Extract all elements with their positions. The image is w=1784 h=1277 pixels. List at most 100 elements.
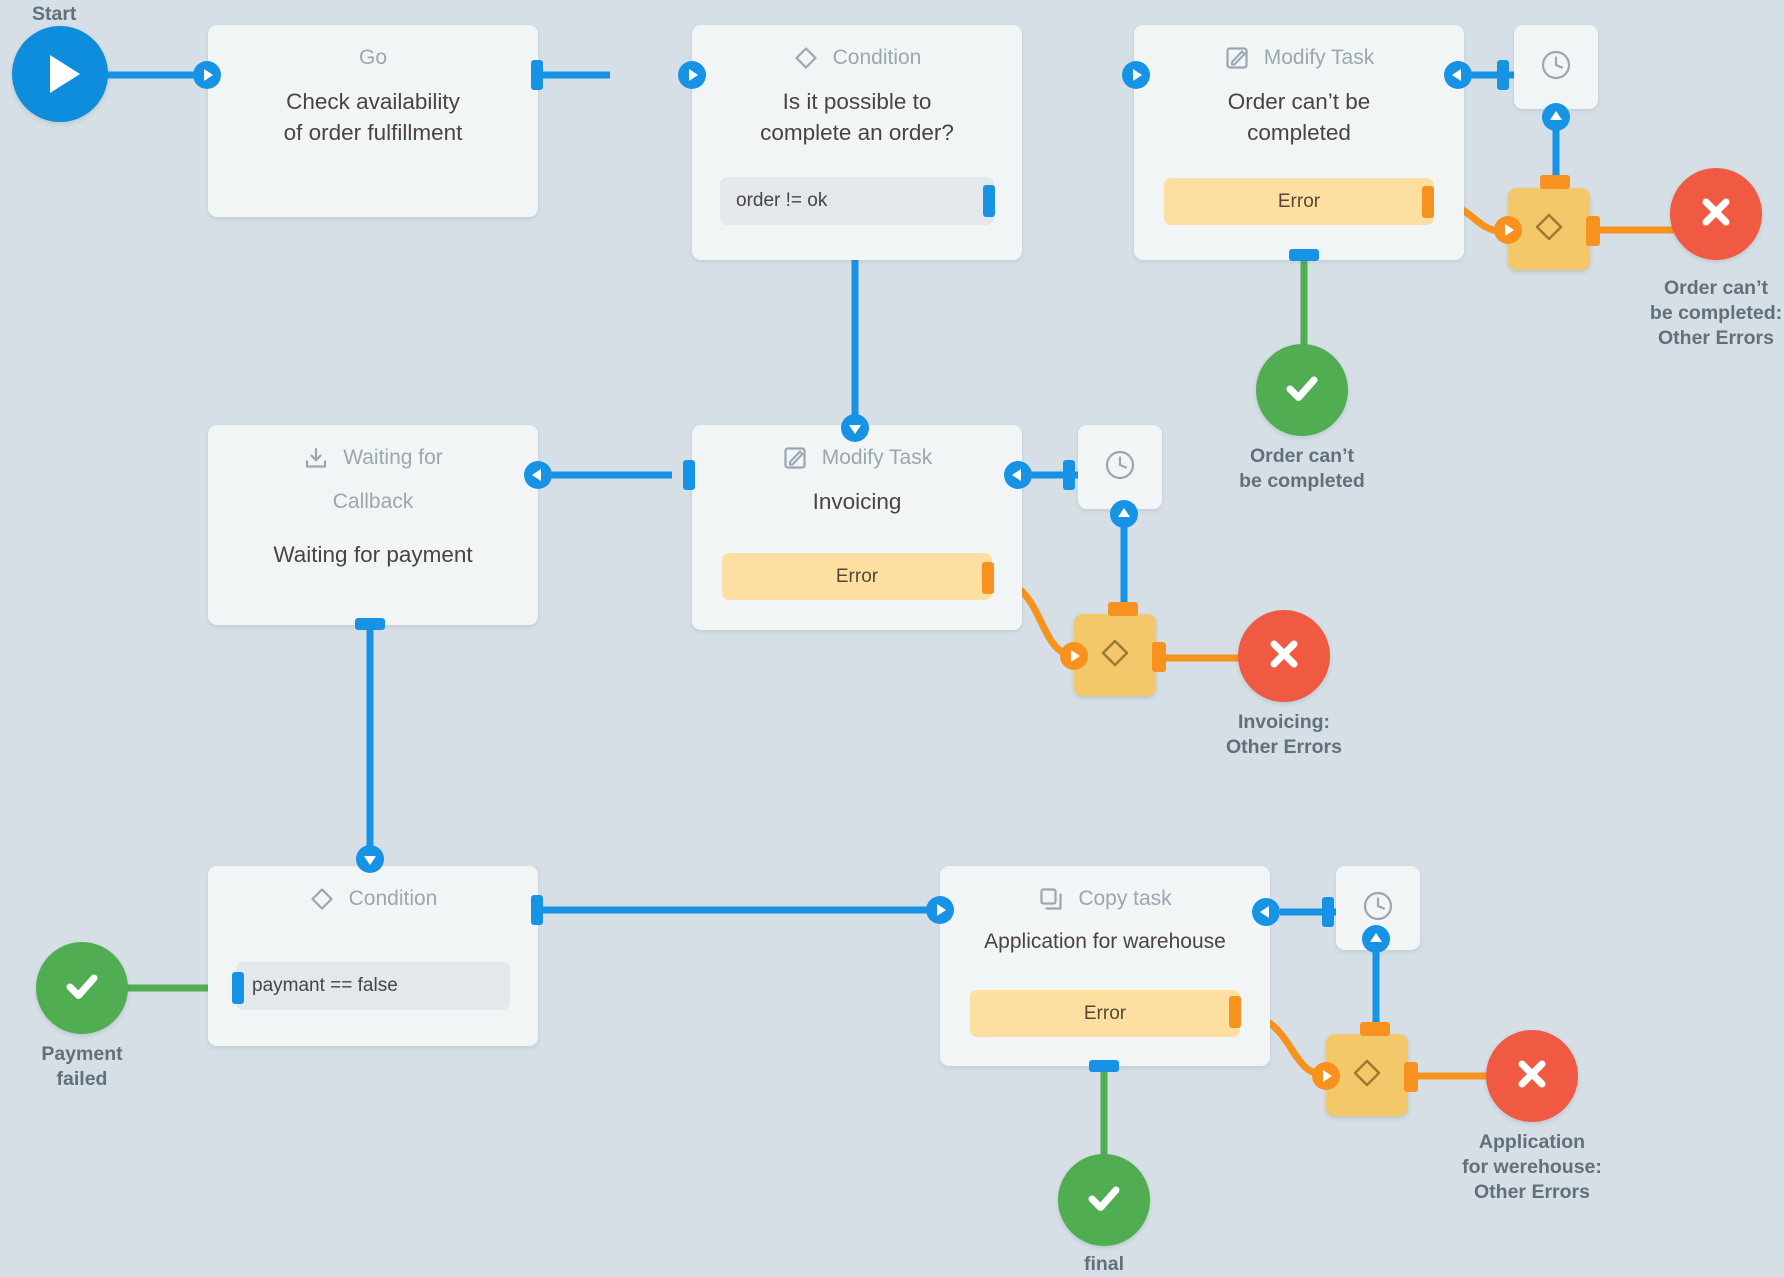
condition-payment-expression[interactable]: paymant == false <box>236 962 510 1010</box>
arrow-up-icon <box>1118 508 1130 517</box>
card-copy-task[interactable]: Copy task Application for warehouse Erro… <box>940 866 1270 1066</box>
port-invoicing-error-out[interactable] <box>982 562 994 594</box>
port-modify-order-in[interactable] <box>1122 61 1150 89</box>
arrow-up-icon <box>1550 111 1562 120</box>
copy-icon <box>1038 886 1064 912</box>
clock-icon <box>1360 888 1396 929</box>
end-error-copy-caption: Application for werehouse: Other Errors <box>1420 1130 1644 1205</box>
gateway-order-out-stub <box>1586 216 1600 246</box>
port-modify-order-error-out[interactable] <box>1422 186 1434 218</box>
port-condition-payment-in[interactable] <box>356 845 384 873</box>
end-error-order[interactable] <box>1670 168 1762 260</box>
card-condition-order-type-label: Condition <box>832 46 922 69</box>
port-waiting-bottom-out[interactable] <box>355 618 385 630</box>
card-go-title-line2: of order fulfillment <box>283 119 463 145</box>
modify-order-error-badge[interactable]: Error <box>1164 178 1434 225</box>
arrow-right-icon <box>1323 1070 1332 1082</box>
arrow-right-icon <box>204 69 213 81</box>
card-copy-task-type-label: Copy task <box>1078 887 1172 910</box>
start-node[interactable] <box>12 26 108 122</box>
arrow-right-icon <box>689 69 698 81</box>
card-modify-invoicing[interactable]: Modify Task Invoicing Error <box>692 425 1022 630</box>
x-icon <box>1695 191 1737 238</box>
end-error-copy[interactable] <box>1486 1030 1578 1122</box>
port-condition-order-in[interactable] <box>678 61 706 89</box>
condition-order-expression[interactable]: order != ok <box>720 177 994 225</box>
check-icon <box>59 963 105 1014</box>
gateway-invoicing-top-stub <box>1108 602 1138 616</box>
end-ok-order[interactable] <box>1256 344 1348 436</box>
card-condition-order-title: Is it possible to complete an order? <box>692 73 1022 148</box>
card-condition-payment-header: Condition <box>208 866 538 914</box>
port-timer-invoicing-out[interactable] <box>1063 460 1075 490</box>
port-condition-order-false[interactable] <box>841 414 869 442</box>
copy-task-error-badge[interactable]: Error <box>970 990 1240 1037</box>
end-error-copy-caption-line3: Other Errors <box>1474 1180 1590 1203</box>
timer-order[interactable] <box>1514 25 1598 109</box>
port-timer-order-down[interactable] <box>1542 103 1570 131</box>
start-caption: Start <box>32 3 77 25</box>
card-condition-order[interactable]: Condition Is it possible to complete an … <box>692 25 1022 260</box>
port-condition-order-true[interactable] <box>983 185 995 217</box>
card-go-header: Go <box>208 25 538 73</box>
port-gateway-order-in[interactable] <box>1494 216 1522 244</box>
invoicing-error-badge[interactable]: Error <box>722 553 992 600</box>
port-invoicing-left-out[interactable] <box>683 460 695 490</box>
port-timer-copy-down[interactable] <box>1362 925 1390 953</box>
card-go-title: Check availability of order fulfillment <box>208 73 538 148</box>
end-error-copy-caption-line2: for werehouse: <box>1462 1155 1602 1178</box>
card-invoicing-title: Invoicing <box>812 489 902 515</box>
port-timer-copy-out[interactable] <box>1322 897 1334 927</box>
port-condition-payment-right[interactable] <box>531 895 543 925</box>
pencil-square-icon <box>1224 45 1250 71</box>
arrow-right-icon <box>1505 224 1514 236</box>
card-waiting-header: Waiting for Callback <box>268 425 478 518</box>
card-go-type-label: Go <box>358 46 387 69</box>
diamond-icon <box>309 886 335 912</box>
card-modify-order-failed[interactable]: Modify Task Order can’t be completed Err… <box>1134 25 1464 260</box>
arrow-up-icon <box>1370 933 1382 942</box>
port-copy-task-bottom-out[interactable] <box>1089 1060 1119 1072</box>
card-copy-task-header: Copy task <box>940 866 1270 914</box>
end-ok-final[interactable] <box>1058 1154 1150 1246</box>
x-icon <box>1263 633 1305 680</box>
diamond-icon <box>1098 636 1132 675</box>
timer-invoicing[interactable] <box>1078 425 1162 509</box>
port-copy-task-timer-in[interactable] <box>1252 898 1280 926</box>
clock-icon <box>1102 447 1138 488</box>
card-condition-payment-type-label: Condition <box>348 887 438 910</box>
card-condition-order-title-line1: Is it possible to <box>782 89 932 115</box>
card-modify-order-title: Order can’t be completed <box>1134 73 1464 148</box>
card-condition-payment[interactable]: Condition paymant == false <box>208 866 538 1046</box>
port-go-in[interactable] <box>193 61 221 89</box>
end-ok-payment[interactable] <box>36 942 128 1034</box>
port-modify-order-bottom-out[interactable] <box>1289 249 1319 261</box>
end-ok-payment-caption-line1: Payment <box>41 1043 123 1065</box>
play-icon <box>49 55 80 93</box>
port-invoicing-timer-in[interactable] <box>1004 461 1032 489</box>
card-modify-order-title-line2: completed <box>1247 119 1351 145</box>
port-waiting-in[interactable] <box>524 461 552 489</box>
end-error-order-caption: Order can’t be completed: Other Errors <box>1610 276 1784 351</box>
port-gateway-invoicing-in[interactable] <box>1060 642 1088 670</box>
port-copy-task-in[interactable] <box>926 896 954 924</box>
card-waiting-type-label-line1: Waiting for <box>343 446 443 469</box>
end-error-invoicing[interactable] <box>1238 610 1330 702</box>
port-copy-task-error-out[interactable] <box>1229 996 1241 1028</box>
end-error-invoicing-caption-line1: Invoicing: <box>1237 711 1331 733</box>
port-modify-order-timer-in[interactable] <box>1444 61 1472 89</box>
card-waiting-callback[interactable]: Waiting for Callback Waiting for payment <box>208 425 538 625</box>
clock-icon <box>1538 47 1574 88</box>
port-gateway-copy-in[interactable] <box>1312 1062 1340 1090</box>
port-go-out[interactable] <box>531 60 543 90</box>
port-condition-payment-left[interactable] <box>232 972 244 1004</box>
diamond-icon <box>1532 210 1566 249</box>
end-ok-order-caption-line1: Order can’t <box>1249 445 1355 467</box>
arrow-left-icon <box>1260 906 1269 918</box>
arrow-right-icon <box>1071 650 1080 662</box>
gateway-order-top-stub <box>1540 175 1570 189</box>
port-timer-order-out[interactable] <box>1497 60 1509 90</box>
port-timer-invoicing-down[interactable] <box>1110 500 1138 528</box>
card-go-check[interactable]: Go Check availability of order fulfillme… <box>208 25 538 217</box>
